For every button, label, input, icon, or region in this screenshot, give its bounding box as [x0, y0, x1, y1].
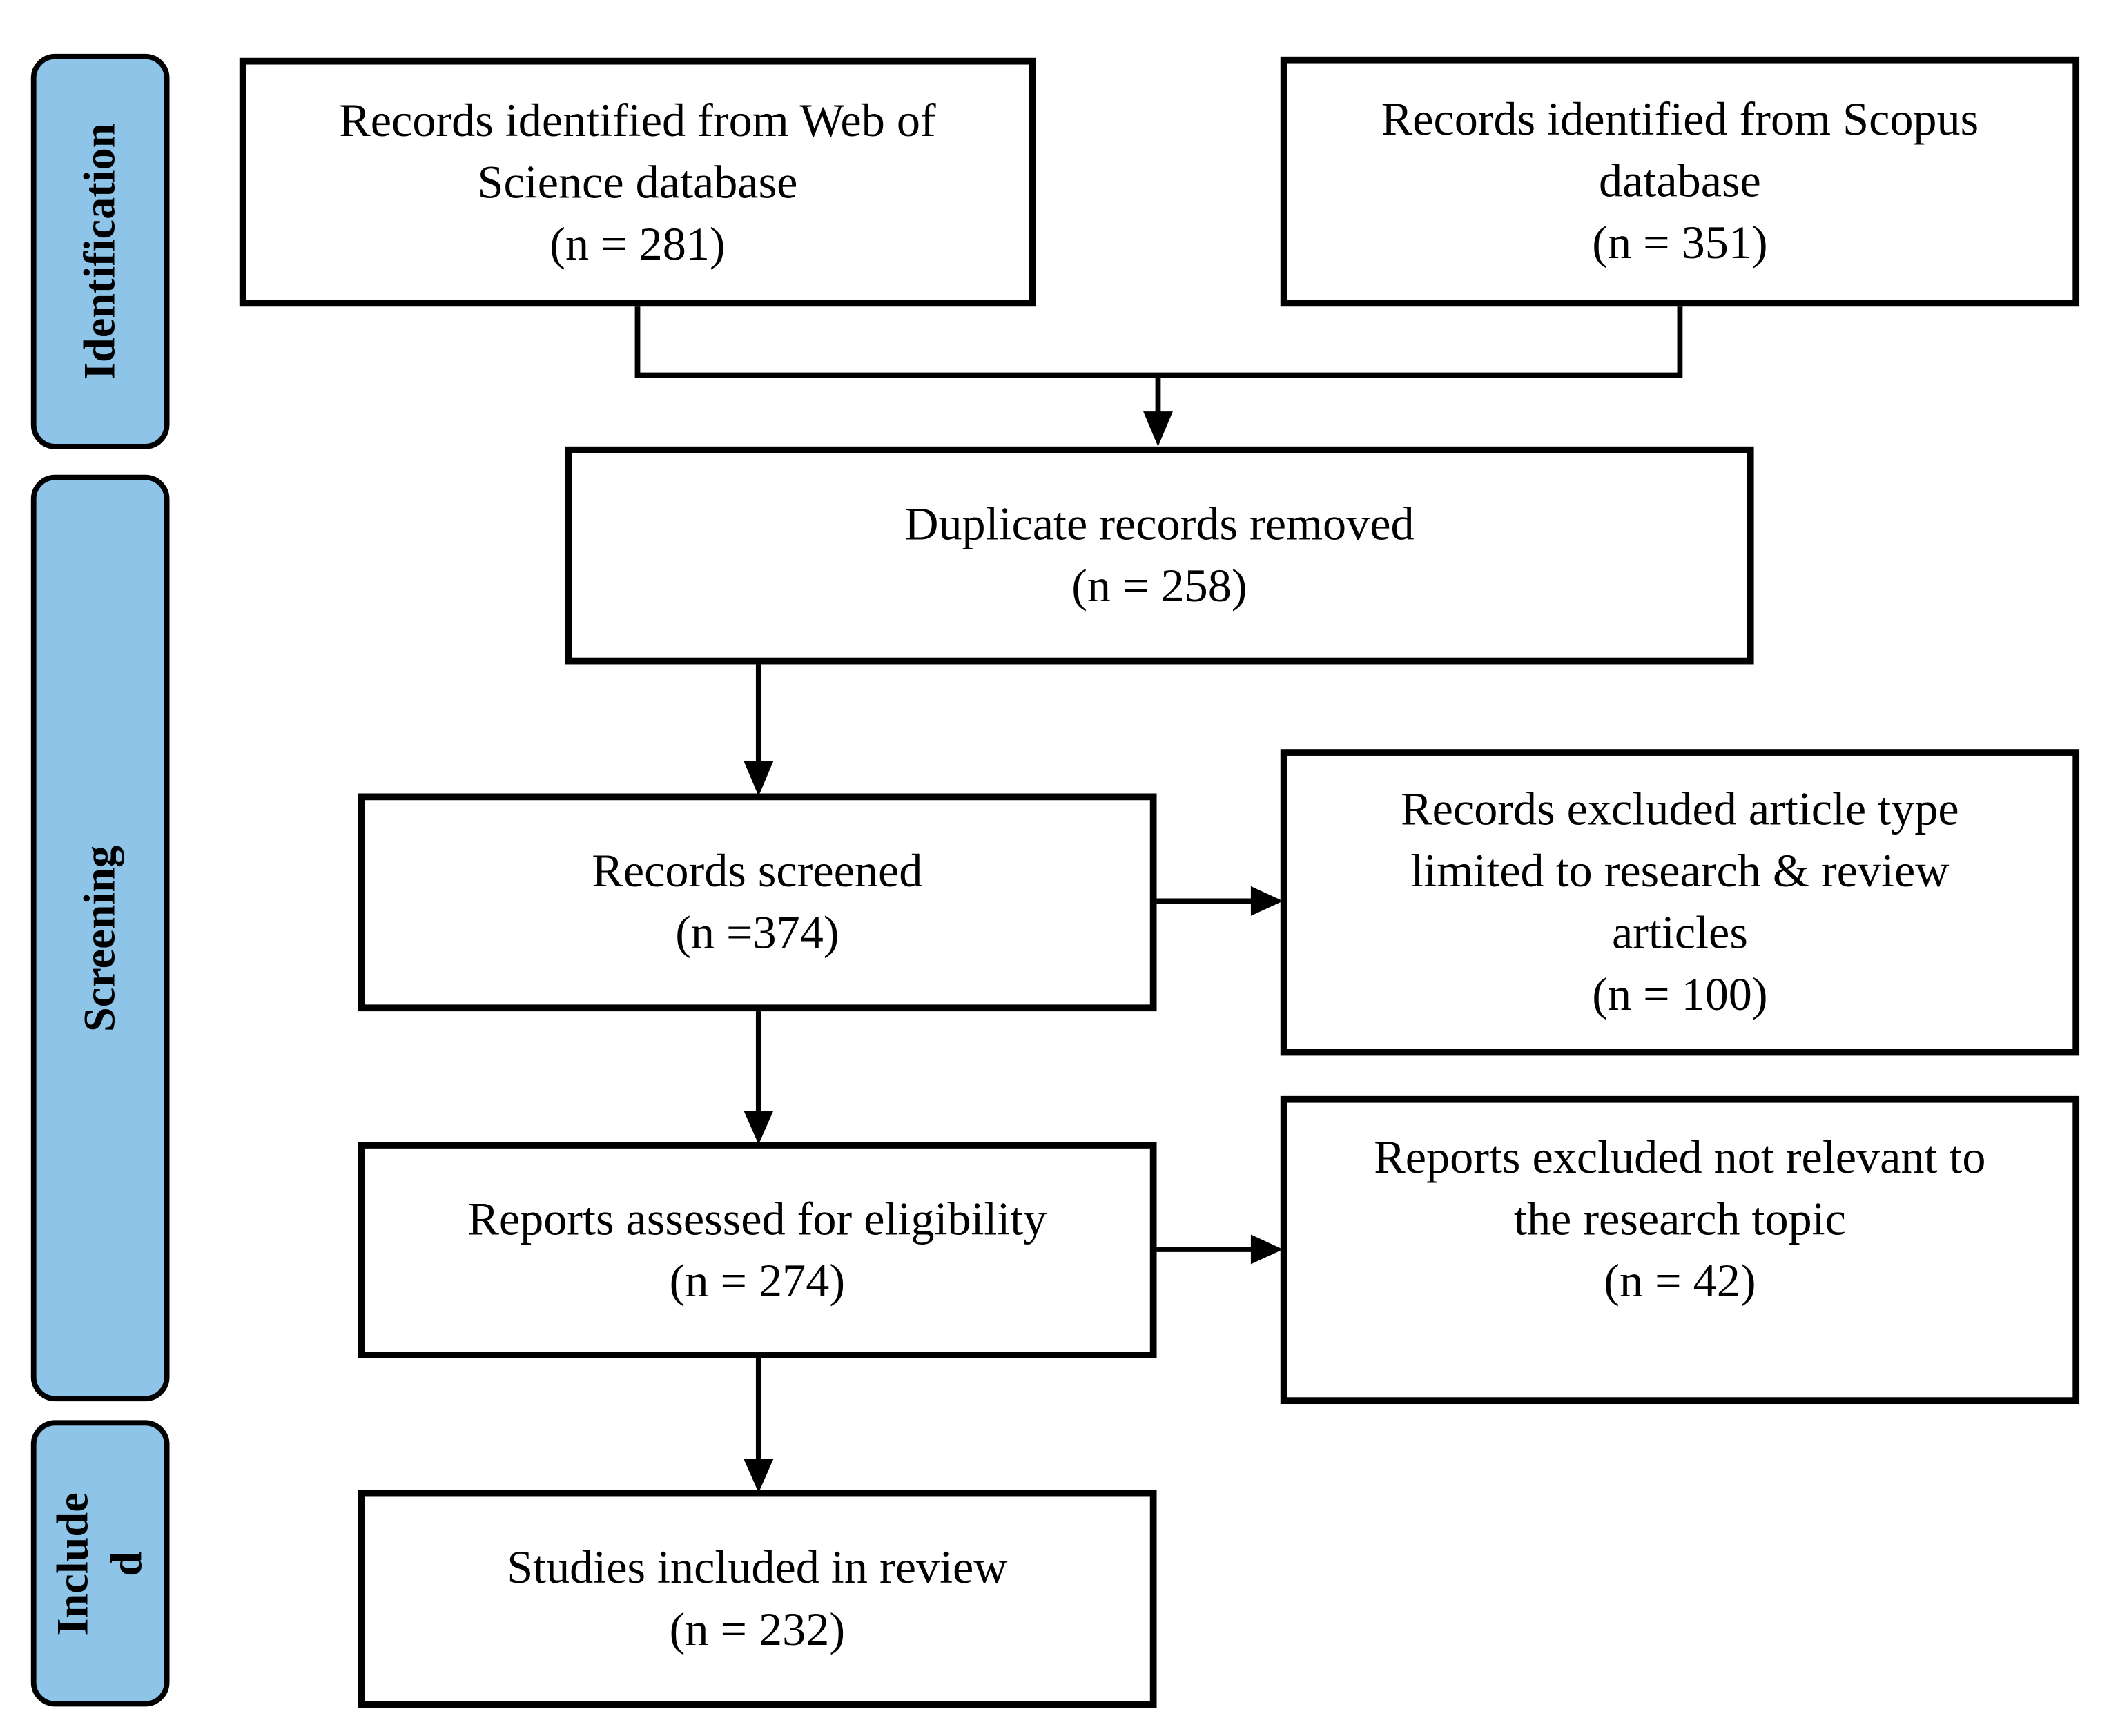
box-text: Records screened (n =374) [592, 841, 922, 964]
box-text-line: Reports assessed for eligibility [467, 1192, 1047, 1245]
box-text-line: Records screened [592, 844, 923, 897]
box-text-line: limited to research & review [1410, 844, 1950, 897]
phase-label-line: Screening [76, 844, 125, 1032]
box-text-line: (n = 274) [669, 1254, 846, 1307]
box-reports-excluded-topic: Reports excluded not relevant to the res… [1280, 1095, 2080, 1405]
box-text: Duplicate records removed (n = 258) [904, 494, 1414, 617]
box-text: Studies included in review (n = 232) [507, 1537, 1007, 1661]
box-text-line: (n = 42) [1604, 1254, 1756, 1307]
phase-screening: Screening [30, 474, 170, 1402]
phase-label-line: Include [49, 1492, 98, 1635]
merge-connector [634, 304, 1683, 378]
arrowhead-excluded-type [1250, 886, 1283, 916]
arrowhead-duplicates [1143, 411, 1173, 447]
box-text: Records identified from Web of Science d… [339, 90, 935, 275]
box-text-line: articles [1611, 906, 1748, 959]
arrowhead-included [744, 1459, 774, 1493]
box-text-line: Science database [477, 155, 798, 208]
box-text-line: the research topic [1513, 1192, 1846, 1245]
box-wos-records: Records identified from Web of Science d… [239, 57, 1036, 307]
box-text-line: (n = 232) [669, 1603, 846, 1656]
phase-label: Screening [73, 845, 127, 1031]
box-text-line: Duplicate records removed [904, 497, 1415, 550]
box-text: Records excluded article type limited to… [1401, 779, 1959, 1026]
box-reports-eligibility: Reports assessed for eligibility (n = 27… [358, 1142, 1157, 1358]
box-text-line: Reports excluded not relevant to [1374, 1130, 1986, 1183]
phase-label-line: d [103, 1551, 152, 1576]
box-text-line: (n = 351) [1592, 216, 1768, 269]
box-text-line: Records identified from Scopus [1381, 92, 1979, 146]
box-text: Reports excluded not relevant to the res… [1374, 1127, 1985, 1312]
phase-label: Include d [46, 1492, 154, 1635]
phase-identification: Identification [30, 53, 170, 449]
box-text: Reports assessed for eligibility (n = 27… [467, 1188, 1047, 1311]
arrowhead-screened [744, 761, 774, 797]
arrowhead-eligibility [744, 1111, 774, 1145]
box-scopus-records: Records identified from Scopus database … [1280, 56, 2080, 307]
box-records-excluded-type: Records excluded article type limited to… [1280, 749, 2080, 1056]
box-text-line: (n = 100) [1592, 968, 1768, 1021]
phase-label-line: Identification [76, 123, 125, 380]
box-duplicates-removed: Duplicate records removed (n = 258) [565, 446, 1754, 665]
box-studies-included: Studies included in review (n = 232) [358, 1490, 1157, 1708]
box-text-line: (n = 258) [1071, 559, 1247, 612]
box-text: Records identified from Scopus database … [1381, 89, 1979, 275]
box-text-line: Records excluded article type [1401, 782, 1959, 835]
box-text-line: database [1599, 155, 1761, 208]
box-records-screened: Records screened (n =374) [358, 793, 1157, 1012]
box-text-line: (n =374) [675, 906, 839, 959]
box-text-line: (n = 281) [550, 217, 726, 270]
phase-label: Identification [73, 124, 127, 380]
box-text-line: Studies included in review [507, 1541, 1008, 1594]
box-text-line: Records identified from Web of [339, 93, 936, 146]
arrowhead-excluded-topic [1250, 1234, 1283, 1265]
phase-included: Include d [30, 1420, 170, 1707]
